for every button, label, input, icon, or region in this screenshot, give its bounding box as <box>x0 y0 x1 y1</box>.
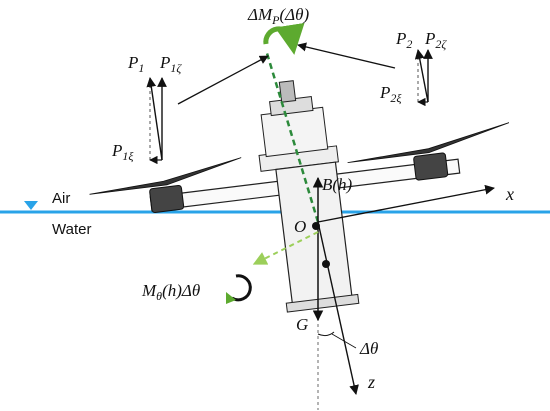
P2xi-label: P2ξ <box>379 83 402 105</box>
P1zeta-label: P1ζ <box>159 53 182 75</box>
dtheta-leader <box>331 333 357 349</box>
restoring-moment-dashed <box>252 231 319 265</box>
O-label: O <box>294 217 306 236</box>
P2-label: P2 <box>395 29 412 51</box>
surface-marker-icon <box>24 201 38 210</box>
arrow-right-to-moment <box>297 42 396 69</box>
moment-top-icon <box>263 22 305 55</box>
Bh-label: B(h) <box>322 175 353 194</box>
P1-arrow <box>146 77 163 161</box>
P2-arrow <box>414 49 429 103</box>
water-label: Water <box>52 221 91 238</box>
gravity-point <box>322 260 330 268</box>
right-propeller <box>347 122 510 164</box>
left-propeller <box>89 157 242 195</box>
left-motor <box>149 184 185 213</box>
dtheta-arc <box>317 331 335 337</box>
antenna-block <box>278 80 297 103</box>
moment-top-label: ΔMP(Δθ) <box>247 5 309 27</box>
x-axis-arrow <box>317 184 495 223</box>
moment-left-label: Mθ(h)Δθ <box>141 281 200 303</box>
air-label: Air <box>52 190 70 207</box>
z-axis-label: z <box>367 372 375 392</box>
right-motor <box>413 152 449 181</box>
drone-body <box>89 80 510 313</box>
arrow-left-to-moment <box>177 55 269 105</box>
x-axis-label: x <box>505 184 514 204</box>
moment-left-arrowhead <box>226 292 236 304</box>
dtheta-label: Δθ <box>359 339 378 358</box>
z-axis-arrow <box>317 221 359 395</box>
G-label: G <box>296 315 308 334</box>
P1-label: P1 <box>127 53 144 75</box>
cylinder-end-cap <box>285 293 360 313</box>
origin-point <box>312 222 320 230</box>
P1xi-label: P1ξ <box>111 141 134 163</box>
P2zeta-label: P2ζ <box>424 29 447 51</box>
moment-left-icon <box>231 274 252 302</box>
